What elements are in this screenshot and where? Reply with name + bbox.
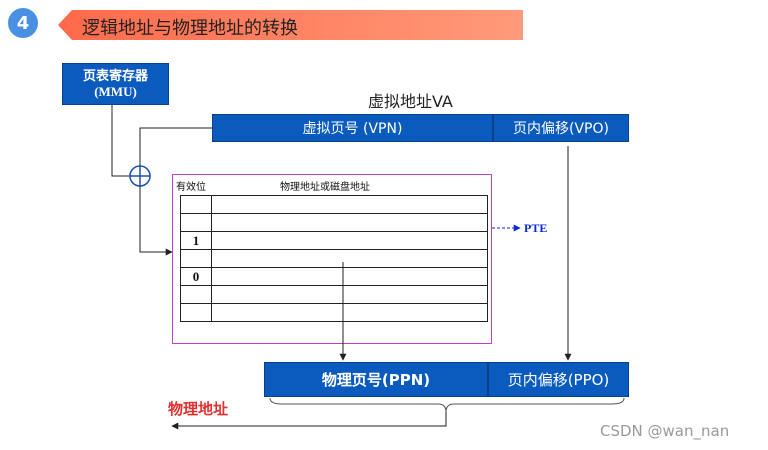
mmu-to-adder-line xyxy=(111,105,130,177)
brace-to-label-arrow xyxy=(171,412,447,430)
page-title: 逻辑地址与物理地址的转换 xyxy=(82,18,298,39)
vpn-to-adder-line xyxy=(139,127,212,166)
ppo-box: 页内偏移(PPO) xyxy=(488,362,629,397)
adder-to-pte-arrow xyxy=(139,186,173,256)
address-cell xyxy=(211,303,488,322)
table-row xyxy=(180,213,488,232)
mmu-label-line1: 页表寄存器 xyxy=(82,68,148,83)
page-table: 1 0 xyxy=(180,195,488,322)
page-table-valid-header: 有效位 xyxy=(176,182,206,193)
physical-address-label: 物理地址 xyxy=(168,400,229,418)
step-number-badge: 4 xyxy=(8,8,38,38)
table-row: 1 xyxy=(180,231,488,250)
mmu-label-line2: (MMU) xyxy=(94,84,137,99)
virtual-address-title: 虚拟地址VA xyxy=(368,92,453,111)
adder-plus-icon xyxy=(129,165,151,187)
vpo-box: 页内偏移(VPO) xyxy=(493,114,629,142)
title-banner xyxy=(58,10,523,40)
pte-label: PTE xyxy=(524,221,548,235)
page-table-frame xyxy=(172,174,492,344)
watermark: CSDN @wan_nan xyxy=(600,422,730,440)
table-row xyxy=(180,303,488,322)
vpn-box: 虚拟页号 (VPN) xyxy=(212,114,493,142)
ppn-box: 物理页号(PPN) xyxy=(264,362,488,397)
table-row xyxy=(180,285,488,304)
brace-icon xyxy=(269,397,625,413)
page-table-address-header: 物理地址或磁盘地址 xyxy=(280,182,370,193)
page-table-register-box: 页表寄存器 (MMU) xyxy=(62,63,169,105)
